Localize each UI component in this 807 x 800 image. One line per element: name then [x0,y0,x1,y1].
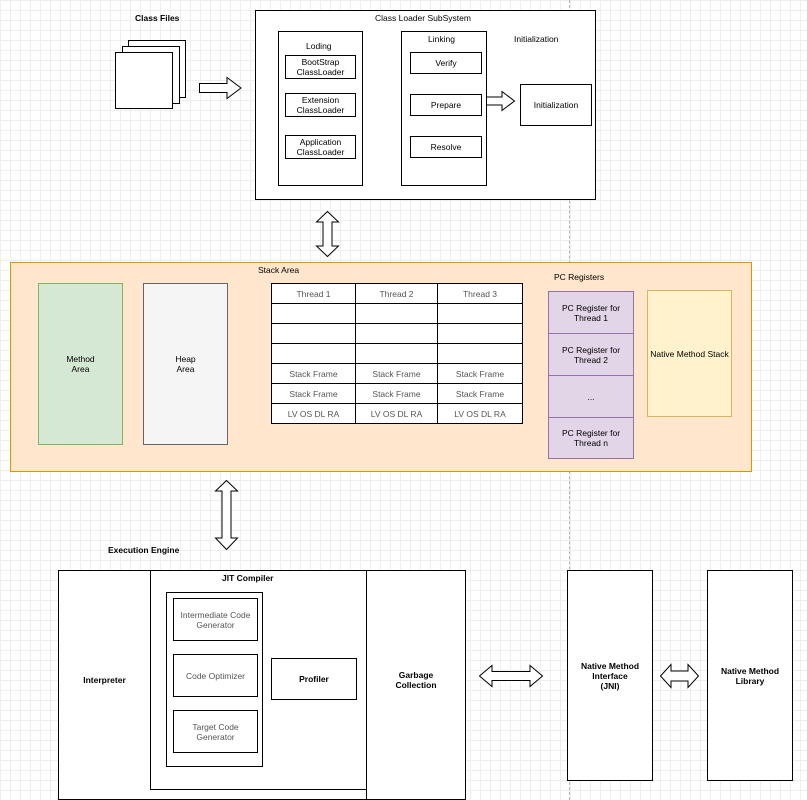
garbage-collection-box: Garbage Collection [395,670,437,690]
divider [366,570,367,800]
thread-cell: Stack Frame [271,363,356,384]
verify-box: Verify [410,52,482,74]
bidirectional-arrow-icon [478,664,544,688]
pc-registers-title: PC Registers [554,272,605,282]
pc-register-cell: PC Register for Thread 2 [548,333,634,376]
thread-header: Thread 3 [437,283,523,304]
pc-register-cell: PC Register for Thread n [548,417,634,459]
thread-header: Thread 1 [271,283,356,304]
thread-cell [355,323,438,344]
thread-stack-table: Thread 1 Thread 2 Thread 3 Stack Frame S… [271,283,523,424]
thread-cell: LV OS DL RA [271,403,356,424]
intermediate-code-generator-box: Intermediate Code Generator [173,598,258,641]
native-method-interface-box: Native Method Interface (JNI) [567,570,653,781]
thread-cell: LV OS DL RA [437,403,523,424]
bidirectional-arrow-icon [659,663,700,689]
thread-cell [355,343,438,364]
thread-cell [271,303,356,324]
interpreter-box: Interpreter [83,675,126,685]
arrow-right-icon [199,76,242,100]
native-method-library-box: Native Method Library [707,570,793,781]
linking-title: Linking [428,34,455,44]
class-files-label: Class Files [135,13,180,23]
thread-cell: Stack Frame [437,363,523,384]
bootstrap-classloader-box: BootStrap ClassLoader [285,55,356,79]
bidirectional-arrow-icon [315,210,340,258]
code-optimizer-box: Code Optimizer [173,654,258,697]
target-code-generator-box: Target Code Generator [173,710,258,753]
native-method-stack-box: Native Method Stack [647,290,732,417]
initialization-box: Initialization [520,84,592,126]
thread-cell [437,323,523,344]
execution-engine-title: Execution Engine [108,545,180,555]
divider [150,789,367,790]
application-classloader-box: Application ClassLoader [285,135,356,159]
bidirectional-arrow-icon [214,479,239,551]
prepare-box: Prepare [410,94,482,116]
thread-cell [437,303,523,324]
method-area-box: Method Area [38,283,123,445]
thread-cell: Stack Frame [355,363,438,384]
pc-register-cell: ... [548,375,634,418]
class-loader-title: Class Loader SubSystem [375,13,471,23]
resolve-box: Resolve [410,136,482,158]
thread-cell [437,343,523,364]
thread-cell [355,303,438,324]
stack-area-title: Stack Area [258,265,300,275]
thread-cell: Stack Frame [271,383,356,404]
arrow-right-icon [486,90,516,112]
divider [150,570,151,790]
initialization-title: Initialization [514,34,559,44]
profiler-box: Profiler [271,658,357,700]
thread-cell: Stack Frame [437,383,523,404]
thread-header: Thread 2 [355,283,438,304]
pc-register-cell: PC Register for Thread 1 [548,291,634,334]
loading-title: Loding [306,41,332,51]
jit-compiler-title: JIT Compiler [222,573,274,583]
thread-cell [271,323,356,344]
heap-area-box: Heap Area [143,283,228,445]
thread-cell: Stack Frame [355,383,438,404]
extension-classloader-box: Extension ClassLoader [285,93,356,117]
thread-cell [271,343,356,364]
thread-cell: LV OS DL RA [355,403,438,424]
